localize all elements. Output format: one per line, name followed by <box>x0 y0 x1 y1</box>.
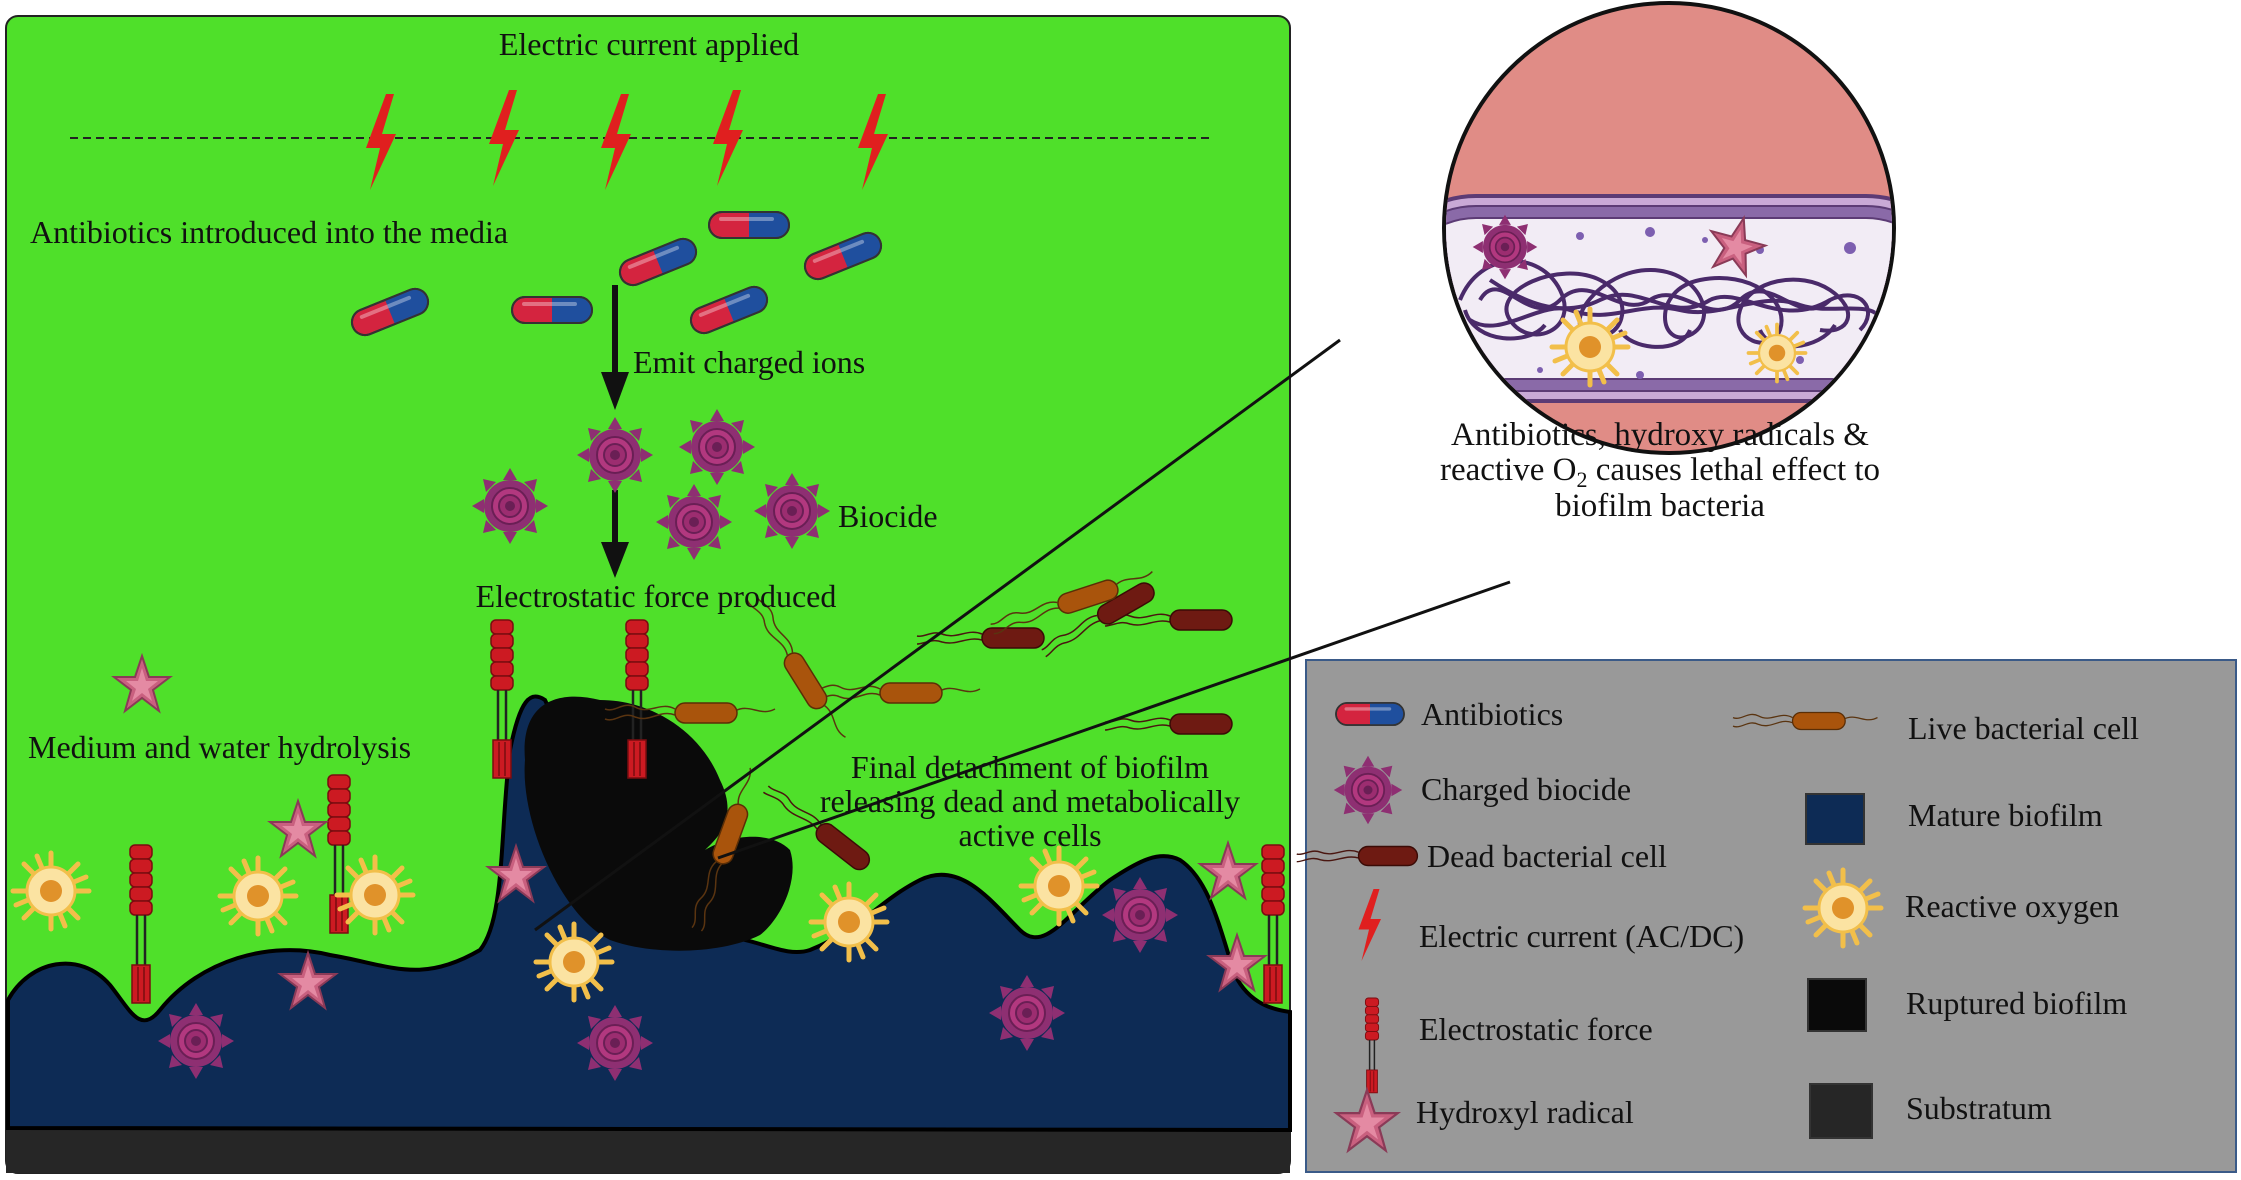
substratum-layer <box>6 1130 1290 1173</box>
legend-reactive-oxygen: Reactive oxygen <box>1905 888 2119 924</box>
legend-background <box>1305 659 2237 1173</box>
legend-substratum: Substratum <box>1906 1090 2052 1126</box>
legend-panel: Antibiotics Charged biocide Dead bacteri… <box>1296 659 2237 1173</box>
biocide-icon <box>1101 876 1179 954</box>
reactive-oxygen-icon <box>1021 848 1097 924</box>
arrow-down-icon <box>601 490 629 578</box>
reactive-oxygen-legend-icon <box>1805 870 1881 946</box>
ions-step-text: Emit charged ions <box>633 344 865 380</box>
legend-live-cell: Live bacterial cell <box>1908 710 2139 746</box>
zoom-line <box>534 338 1341 932</box>
substratum-swatch <box>1809 1083 1873 1139</box>
legend-mature-biofilm: Mature biofilm <box>1908 797 2103 833</box>
legend-charged-biocide: Charged biocide <box>1421 771 1631 807</box>
legend-dead-cell: Dead bacterial cell <box>1427 838 1667 874</box>
reactive-oxygen-icon <box>811 884 887 960</box>
arrow-down-icon <box>601 285 629 410</box>
zoom-caption-line1: Antibiotics, hydroxy radicals & <box>1451 417 1869 453</box>
zoom-caption-line3: biofilm bacteria <box>1555 488 1765 524</box>
reactive-oxygen-icon <box>13 853 89 929</box>
detach-step-line2: releasing dead and metabolically <box>820 783 1240 819</box>
hydrolysis-step-text: Medium and water hydrolysis <box>28 729 411 765</box>
biocide-icon <box>678 408 756 486</box>
antibiotics-step-text: Antibiotics introduced into the media <box>30 214 508 250</box>
reactive-oxygen-icon <box>1552 309 1628 385</box>
biocide-icon <box>576 1004 654 1082</box>
biocide-icon <box>988 974 1066 1052</box>
detach-step-line3: active cells <box>958 817 1101 853</box>
biocide-icon <box>576 416 654 494</box>
reactive-oxygen-icon <box>536 924 612 1000</box>
antibiotic-capsule <box>708 211 790 239</box>
legend-electric-current: Electric current (AC/DC) <box>1419 918 1744 954</box>
biocide-icon <box>753 472 831 550</box>
biocide-icon <box>157 1002 235 1080</box>
biocide-icon <box>471 467 549 545</box>
biocide-step-text: Biocide <box>838 498 938 534</box>
title-text: Electric current applied <box>499 26 799 62</box>
zoom-caption-line2: reactive O2 causes lethal effect to <box>1440 452 1880 492</box>
detach-step-line1: Final detachment of biofilm <box>851 749 1209 785</box>
legend-antibiotics: Antibiotics <box>1421 696 1563 732</box>
legend-hydroxyl-radical: Hydroxyl radical <box>1416 1094 1634 1130</box>
biocide-icon <box>655 483 733 561</box>
mature-biofilm-swatch <box>1805 793 1865 845</box>
biocide-legend-icon <box>1332 754 1404 826</box>
reactive-oxygen-icon <box>220 858 296 934</box>
legend-ruptured-biofilm: Ruptured biofilm <box>1906 985 2127 1021</box>
force-step-text: Electrostatic force produced <box>476 578 837 614</box>
zoom-circle: Antibiotics, hydroxy radicals & reactive… <box>1440 1 1896 524</box>
ruptured-biofilm-swatch <box>1807 978 1867 1032</box>
reactive-oxygen-icon <box>337 857 413 933</box>
antibiotic-capsule <box>511 296 593 324</box>
reactive-oxygen-icon <box>1746 322 1808 384</box>
biocide-icon <box>1471 213 1539 281</box>
zoom-line <box>717 580 1511 860</box>
antibiotic-legend-icon <box>1335 702 1405 726</box>
main-panel: Electric current applied Antibiotics int… <box>5 15 1511 1174</box>
legend-electrostatic-force: Electrostatic force <box>1419 1011 1653 1047</box>
